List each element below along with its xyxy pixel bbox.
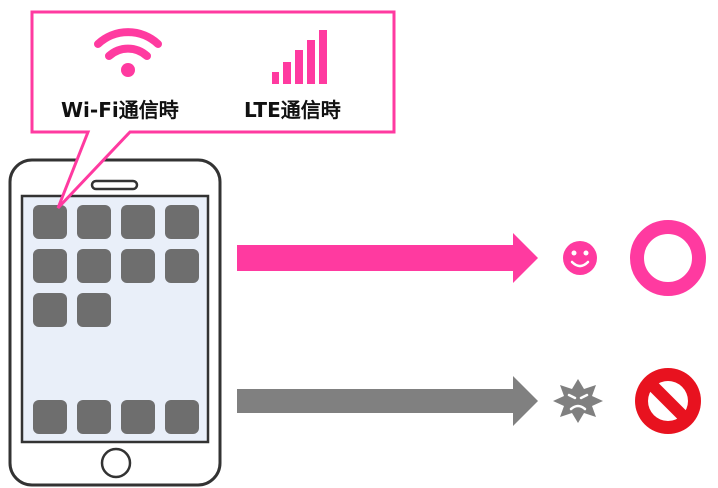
app-tile — [33, 249, 67, 283]
phone-speaker — [90, 179, 139, 191]
app-tile — [77, 293, 111, 327]
callout-bubble — [30, 10, 396, 210]
app-tile — [33, 205, 67, 239]
wifi-result-row — [237, 220, 706, 296]
wifi-icon — [94, 28, 162, 77]
smartphone — [8, 158, 222, 487]
callout: Wi-Fi通信時 LTE通信時 — [30, 10, 396, 210]
dock-tile — [165, 400, 199, 434]
app-grid — [33, 205, 199, 327]
app-tile — [121, 205, 155, 239]
lte-label: LTE通信時 — [244, 98, 341, 122]
signal-bars-icon — [272, 30, 327, 84]
pink-arrow — [237, 233, 538, 283]
prohibited-icon — [635, 368, 701, 434]
angry-face-icon — [553, 379, 603, 423]
lte-result-row — [237, 368, 701, 434]
dock-tile — [33, 400, 67, 434]
app-tile — [33, 293, 67, 327]
dock-tile — [121, 400, 155, 434]
smile-face-icon — [563, 241, 597, 275]
dock — [33, 400, 199, 434]
app-tile — [165, 205, 199, 239]
circle-ok-icon — [630, 220, 706, 296]
home-button — [100, 447, 132, 479]
app-tile — [77, 249, 111, 283]
dock-tile — [77, 400, 111, 434]
app-tile — [121, 249, 155, 283]
gray-arrow — [237, 376, 538, 426]
wifi-label: Wi-Fi通信時 — [61, 98, 179, 122]
app-tile — [77, 205, 111, 239]
app-tile — [165, 249, 199, 283]
